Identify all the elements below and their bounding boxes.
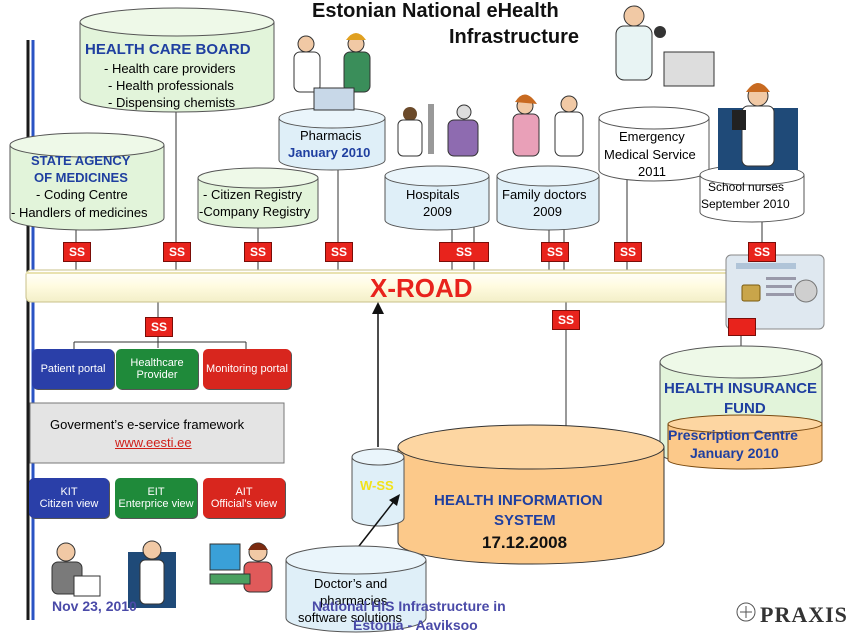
family-doctors-cylinder <box>496 165 600 231</box>
connector-lines <box>73 100 763 430</box>
emergency-illustration <box>615 5 715 87</box>
pharmacis-date: January 2010 <box>288 145 371 160</box>
worker-illustration-3 <box>209 542 273 593</box>
ss-box: SS <box>541 242 569 262</box>
footer-date: Nov 23, 2010 <box>52 598 137 614</box>
healthcare-provider-label: Healthcare <box>130 357 184 369</box>
healthcare-provider-button[interactable]: Healthcare Provider <box>116 349 198 389</box>
ss-box: SS <box>748 242 776 262</box>
health-insurance-heading: HEALTH INSURANCE <box>664 380 818 397</box>
state-agency-heading: STATE AGENCY <box>31 153 131 168</box>
doctors-software-cylinder <box>285 545 427 633</box>
wss-cylinder <box>351 448 405 527</box>
state-agency-item: - Handlers of medicines <box>11 205 148 220</box>
emergency-date: 2011 <box>638 164 666 179</box>
state-agency-item: - Coding Centre <box>36 187 128 202</box>
health-care-board-heading: HEALTH CARE BOARD <box>85 41 251 58</box>
school-nurses-date: September 2010 <box>701 197 790 211</box>
ss-box: SS <box>439 242 489 262</box>
emergency-label: Medical Service <box>604 147 696 162</box>
hospital-illustration <box>397 104 479 157</box>
state-agency-heading: OF MEDICINES <box>34 170 128 185</box>
ss-box: SS <box>552 310 580 330</box>
healthcare-provider-label: Provider <box>136 369 178 381</box>
ss-box: SS <box>63 242 91 262</box>
family-doctors-date: 2009 <box>533 204 562 219</box>
praxis-logo: PRAXIS <box>760 602 848 627</box>
prescription-centre-cylinder <box>667 414 823 470</box>
pharmacis-label: Pharmacis <box>300 128 362 143</box>
pharmacis-cylinder <box>278 107 386 171</box>
hospitals-date: 2009 <box>423 204 452 219</box>
kit-label: KIT <box>60 486 78 498</box>
health-care-board-cylinder <box>79 7 275 113</box>
eit-sublabel: Enterprice view <box>118 498 194 510</box>
worker-illustration-1 <box>51 542 101 597</box>
his-heading: SYSTEM <box>494 512 556 529</box>
registry-item: - Citizen Registry <box>203 187 302 202</box>
health-care-board-item: - Health care providers <box>104 61 236 76</box>
hospitals-label: Hospitals <box>406 187 460 202</box>
ss-box: SS <box>614 242 642 262</box>
wss-label: W-SS <box>360 478 394 493</box>
emergency-cylinder <box>598 106 710 182</box>
doctors-software-label: software solutions <box>298 610 403 625</box>
id-card-illustration <box>725 254 825 330</box>
school-nurse-illustration <box>718 83 798 170</box>
health-care-board-item: - Dispensing chemists <box>108 95 236 110</box>
ait-sublabel: Official’s view <box>210 498 278 510</box>
framework-title: Goverment’s e-service framework <box>50 417 245 432</box>
state-agency-cylinder <box>9 132 165 231</box>
kit-sublabel: Citizen view <box>39 498 99 510</box>
emergency-label: Emergency <box>619 129 685 144</box>
ss-box: SS <box>145 317 173 337</box>
his-date: 17.12.2008 <box>482 533 568 552</box>
pharmacist-illustration <box>293 33 371 111</box>
x-road-label: X-ROAD <box>370 273 473 303</box>
school-nurses-label: School nurses <box>708 180 785 194</box>
eit-enterprise-view-button[interactable]: EIT Enterprice view <box>115 478 197 518</box>
framework-box <box>29 402 285 464</box>
doctors-software-label: pharmacies <box>320 593 388 608</box>
footer-caption: National HIS Infrastructure in <box>312 598 506 614</box>
prescription-centre-date: January 2010 <box>690 445 779 461</box>
family-doctor-illustration <box>512 94 584 157</box>
registry-item: -Company Registry <box>199 204 311 219</box>
eit-label: EIT <box>147 486 165 498</box>
ss-box-insurance <box>728 318 756 336</box>
his-cylinder <box>397 424 665 565</box>
footer-caption: Estonia - Aaviksoo <box>353 617 478 633</box>
ss-box: SS <box>325 242 353 262</box>
praxis-logo-emblem <box>736 602 756 622</box>
health-care-board-item: - Health professionals <box>108 78 234 93</box>
prescription-centre-label: Prescription Centre <box>668 427 798 443</box>
monitoring-portal-button[interactable]: Monitoring portal <box>203 349 291 389</box>
his-heading: HEALTH INFORMATION <box>434 492 603 509</box>
ss-box: SS <box>163 242 191 262</box>
diagram-title-line1: Estonian National eHealth <box>312 0 559 22</box>
monitoring-portal-label: Monitoring portal <box>206 363 288 375</box>
ait-label: AIT <box>235 486 253 498</box>
ss-box: SS <box>244 242 272 262</box>
diagram-title-line2: Infrastructure <box>449 26 580 48</box>
patient-portal-label: Patient portal <box>40 363 106 375</box>
patient-portal-button[interactable]: Patient portal <box>32 349 114 389</box>
health-insurance-heading: FUND <box>724 400 766 417</box>
eesti-link[interactable]: www.eesti.ee <box>115 435 192 450</box>
hospitals-cylinder <box>384 165 490 231</box>
registry-cylinder <box>197 167 319 229</box>
kit-citizen-view-button[interactable]: KIT Citizen view <box>29 478 109 518</box>
doctors-software-label: Doctor’s and <box>314 576 388 591</box>
worker-illustration-2 <box>128 540 176 608</box>
ait-official-view-button[interactable]: AIT Official’s view <box>203 478 285 518</box>
family-doctors-label: Family doctors <box>502 187 587 202</box>
